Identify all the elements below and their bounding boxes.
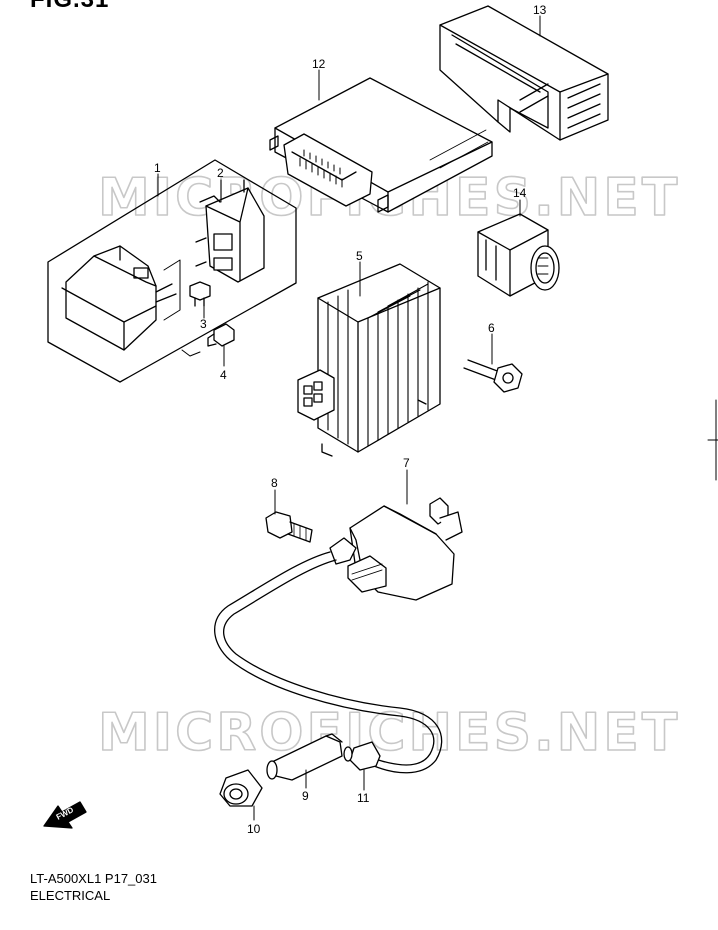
callout-4: 4 (220, 368, 227, 382)
part-3-fuse (189, 281, 211, 307)
part-2-relay-holder (195, 179, 265, 283)
callout-2: 2 (217, 166, 224, 180)
callout-10: 10 (247, 822, 261, 836)
callout-8: 8 (271, 476, 278, 490)
callout-labels: 1 2 3 4 5 6 7 8 9 10 11 12 13 14 (154, 3, 547, 836)
part-12-ecu (269, 77, 493, 213)
edge-marks (707, 399, 718, 481)
ignition-lead-wire (214, 551, 443, 774)
callout-6: 6 (488, 321, 495, 335)
callout-14: 14 (513, 186, 527, 200)
callout-7: 7 (403, 456, 410, 470)
part-1-relay-assembly (47, 159, 297, 383)
part-6-bolt (463, 359, 523, 393)
callout-1: 1 (154, 161, 161, 175)
part-5-regulator (297, 263, 441, 457)
figure-title: FIG.31 (30, 0, 109, 14)
part-4-bolt (181, 323, 235, 357)
part-10-boot (219, 769, 263, 807)
part-7-ignition-coil (329, 497, 463, 601)
part-11-lead-cap (343, 741, 381, 771)
callout-13: 13 (533, 3, 547, 17)
callout-3: 3 (200, 317, 207, 331)
leader-lines (157, 15, 541, 821)
fwd-arrow-icon: FWD (43, 801, 87, 829)
part-9-plug-cap (266, 733, 343, 781)
callout-11: 11 (357, 791, 370, 805)
part-8-bolt (265, 511, 313, 543)
part-13-ecu-cover (439, 5, 609, 141)
callout-12: 12 (312, 57, 326, 71)
part-14-connector (477, 213, 560, 297)
footer-section-name: ELECTRICAL (30, 888, 111, 903)
callout-5: 5 (356, 249, 363, 263)
footer-model-code: LT-A500XL1 P17_031 (30, 871, 157, 886)
watermark-bottom: MICROFICHES.NET (98, 703, 680, 763)
callout-9: 9 (302, 789, 309, 803)
